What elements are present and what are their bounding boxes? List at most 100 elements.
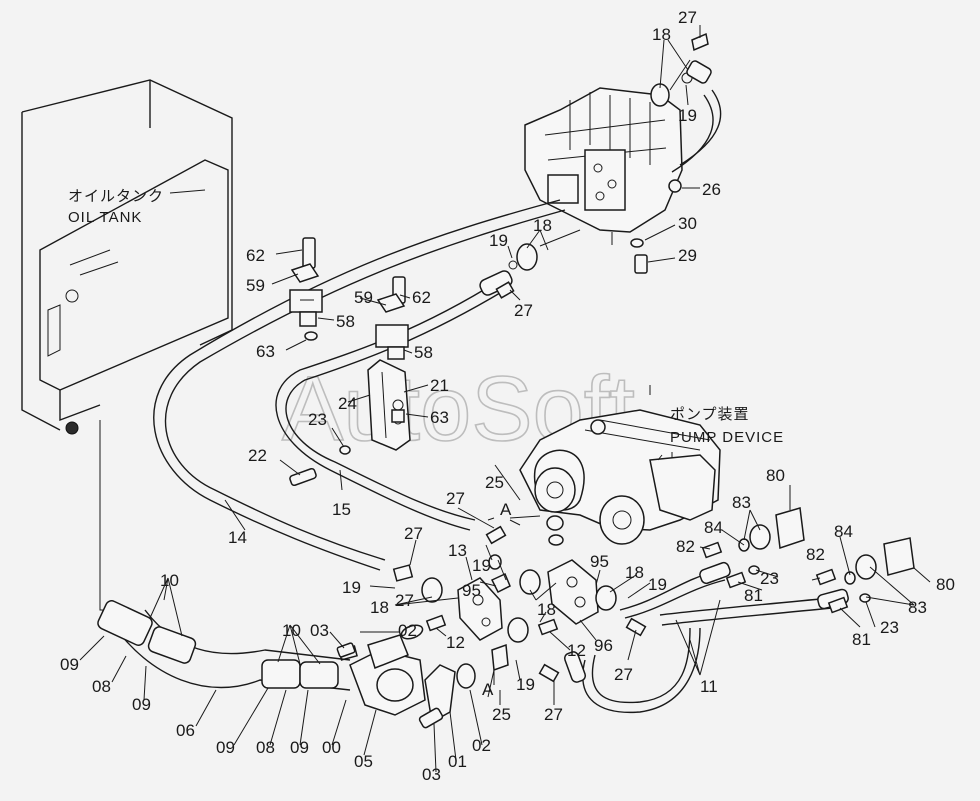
washer-23	[339, 445, 351, 455]
pump-device	[519, 409, 721, 545]
part-label: 29	[678, 246, 697, 265]
part-label: 09	[216, 738, 235, 757]
part-label: 27	[544, 705, 563, 724]
part-label: 06	[176, 721, 195, 740]
part-label: 82	[676, 537, 695, 556]
part-label: 03	[422, 765, 441, 784]
part-label: 27	[395, 591, 414, 610]
part-label: 12	[446, 633, 465, 652]
part-label: 19	[648, 575, 667, 594]
pump-device-jp-caption: ポンプ装置	[670, 406, 750, 423]
part-label: 01	[448, 752, 467, 771]
hose-14	[153, 199, 566, 571]
part-label: 58	[414, 343, 433, 362]
o-rings-02	[400, 624, 476, 689]
part-label: 08	[256, 738, 275, 757]
part-label: 80	[766, 466, 785, 485]
oil-tank-leader	[169, 189, 206, 194]
flange-block-96	[547, 559, 599, 625]
part-label: 96	[594, 636, 613, 655]
part-label: 09	[290, 738, 309, 757]
part-label: 25	[485, 473, 504, 492]
part-label: 23	[308, 410, 327, 429]
part-label: 14	[228, 528, 247, 547]
pump-device-en-caption: PUMP DEVICE	[670, 429, 784, 446]
part-label: 22	[248, 446, 267, 465]
part-label: 62	[412, 288, 431, 307]
part-label: 18	[537, 600, 556, 619]
part-label: 84	[834, 522, 853, 541]
part-label: 83	[908, 598, 927, 617]
part-label: 18	[652, 25, 671, 44]
part-label: 59	[246, 276, 265, 295]
part-label: 18	[625, 563, 644, 582]
bracket-21	[367, 359, 411, 451]
part-label: 19	[516, 675, 535, 694]
oil-tank	[21, 79, 233, 611]
part-label: 05	[354, 752, 373, 771]
part-label: 00	[322, 738, 341, 757]
oil-tank-jp-caption: オイルタンク	[68, 188, 164, 205]
part-label: 95	[590, 552, 609, 571]
part-label: 26	[702, 180, 721, 199]
flange-80-upper	[701, 507, 805, 589]
part-label: A	[482, 680, 494, 699]
valve-fasteners	[611, 232, 648, 274]
part-label: 80	[936, 575, 955, 594]
part-label: 27	[446, 489, 465, 508]
part-label: 58	[336, 312, 355, 331]
part-label: 19	[472, 556, 491, 575]
part-label: 19	[678, 106, 697, 125]
suction-pipe	[97, 600, 456, 729]
part-label: 27	[404, 524, 423, 543]
part-label: 11	[700, 677, 718, 696]
part-label: A	[500, 500, 512, 519]
hose-11	[563, 561, 849, 714]
part-label: 09	[60, 655, 79, 674]
part-label: 19	[489, 231, 508, 250]
part-label: 03	[310, 621, 329, 640]
part-label: 10	[160, 571, 179, 590]
part-label: 83	[732, 493, 751, 512]
part-label: 30	[678, 214, 697, 233]
part-label: 23	[760, 569, 779, 588]
part-label: 08	[92, 677, 111, 696]
part-label: 09	[132, 695, 151, 714]
part-label: 19	[342, 578, 361, 597]
part-label: 59	[354, 288, 373, 307]
control-valve	[524, 87, 683, 233]
top-return-hose	[650, 32, 722, 173]
part-label: 24	[338, 394, 357, 413]
clamp-right	[375, 276, 409, 360]
part-label: 23	[880, 618, 899, 637]
clamp-left	[289, 237, 323, 341]
part-label: 81	[744, 586, 763, 605]
flange-block-13	[457, 577, 503, 641]
part-label: 18	[370, 598, 389, 617]
fitting-25-lower	[491, 643, 509, 685]
part-label: 18	[533, 216, 552, 235]
part-label: 10	[282, 621, 301, 640]
part-label: 27	[614, 665, 633, 684]
part-labels: 27 18 19 26 30 29 18 19 27 62 59 58 59 6…	[60, 8, 955, 784]
part-label: 81	[852, 630, 871, 649]
bolt-22	[289, 467, 317, 487]
leader-lines	[79, 25, 931, 773]
hose-15-fittings	[479, 229, 581, 299]
part-label: 15	[332, 500, 351, 519]
oil-tank-en-caption: OIL TANK	[68, 209, 142, 226]
part-label: 95	[462, 581, 481, 600]
part-label: 82	[806, 545, 825, 564]
part-label: 12	[567, 641, 586, 660]
part-label: 27	[678, 8, 697, 27]
part-label: 62	[246, 246, 265, 265]
flange-80-lower	[815, 537, 915, 614]
part-label: 21	[430, 376, 449, 395]
part-label: 63	[256, 342, 275, 361]
part-label: 25	[492, 705, 511, 724]
part-label: 02	[398, 621, 417, 640]
part-label: 27	[514, 301, 533, 320]
part-label: 63	[430, 408, 449, 427]
